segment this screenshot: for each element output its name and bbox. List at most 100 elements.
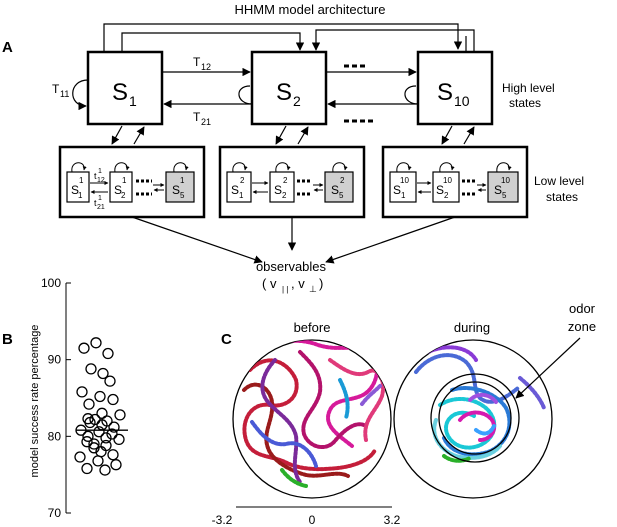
odor-zone-inner: [438, 381, 512, 455]
svg-text:1: 1: [239, 191, 244, 200]
svg-text:): ): [319, 276, 323, 291]
svg-text:Low level: Low level: [534, 174, 584, 188]
svg-text:( v: ( v: [262, 276, 277, 291]
high-transitions: [162, 67, 418, 109]
scatter-point: [99, 464, 111, 476]
svg-text:1: 1: [78, 191, 83, 200]
scatter-point: [85, 363, 97, 375]
svg-text:1: 1: [129, 93, 137, 109]
odor-zone-outer: [430, 373, 520, 463]
scatter-point: [83, 398, 95, 410]
svg-text:S: S: [331, 183, 339, 197]
svg-text:1: 1: [122, 176, 127, 185]
observable-links: [131, 216, 456, 264]
high-state-s1: S 1: [86, 50, 164, 126]
svg-text:5: 5: [339, 191, 344, 200]
x-tick-zero: 0: [309, 513, 316, 527]
x-scale: -3.2 0 3.2: [212, 506, 401, 527]
scatter-point: [82, 430, 94, 442]
scatter-points: [74, 337, 126, 476]
svg-text:S: S: [494, 183, 502, 197]
svg-text:S: S: [393, 183, 401, 197]
scatter-point: [88, 442, 100, 454]
svg-text:S: S: [436, 183, 444, 197]
svg-text:2: 2: [240, 176, 245, 185]
transition-label-t21: T 21: [193, 110, 211, 127]
svg-text:odor: odor: [569, 301, 596, 316]
y-tick-label: 90: [48, 353, 62, 367]
scatter-point: [107, 449, 119, 461]
scatter-point: [102, 347, 114, 360]
y-tick-label: 70: [48, 506, 62, 520]
svg-text:11: 11: [60, 89, 69, 99]
svg-text:⊥: ⊥: [309, 284, 317, 294]
svg-text:S: S: [276, 79, 292, 106]
scatter-point: [88, 438, 100, 450]
svg-text:S: S: [437, 79, 453, 106]
scatter-point: [93, 426, 105, 438]
scatter-point: [76, 386, 88, 398]
svg-text:10: 10: [454, 93, 470, 109]
low-level-group-10: S 1 10 S 2 10 S 5 10: [381, 145, 529, 219]
svg-text:2: 2: [282, 191, 287, 200]
svg-text:1: 1: [98, 195, 102, 202]
panel-label-a: A: [2, 39, 13, 56]
scatter-point: [113, 433, 125, 446]
svg-text:10: 10: [400, 176, 409, 185]
transition-label-t12: T 12: [193, 55, 211, 72]
low-level-states-label: Low level states: [534, 174, 584, 204]
svg-text:T: T: [52, 82, 60, 96]
high-low-links: [111, 125, 475, 145]
svg-text:12: 12: [97, 177, 105, 184]
transition-label-t11: T 11: [52, 82, 69, 99]
top-loop-connectors: [103, 23, 475, 52]
svg-text:High level: High level: [502, 81, 555, 95]
svg-text:S: S: [172, 183, 180, 197]
y-tick-label: 100: [41, 276, 61, 290]
scatter-point: [108, 421, 120, 433]
panel-label-c: C: [221, 331, 232, 348]
svg-text:2: 2: [444, 191, 449, 200]
svg-text:S: S: [112, 79, 128, 106]
scatter-point: [106, 428, 118, 440]
svg-text:states: states: [509, 96, 541, 110]
svg-text:2: 2: [340, 176, 345, 185]
svg-text:observables: observables: [256, 259, 327, 274]
svg-text:S: S: [114, 183, 122, 197]
svg-text:| |: | |: [282, 285, 288, 294]
svg-text:t: t: [94, 198, 97, 208]
svg-text:S: S: [71, 183, 79, 197]
y-axis-label: model success rate percentage: [29, 325, 41, 478]
x-tick-min: -3.2: [212, 513, 233, 527]
svg-text:S: S: [231, 183, 239, 197]
high-transition-dots: [344, 64, 376, 123]
diagram-title: HHMM model architecture: [235, 2, 386, 17]
svg-text:states: states: [546, 190, 578, 204]
high-state-s2: S 2: [250, 50, 328, 126]
scatter-point: [92, 455, 104, 467]
odor-zone-annotation: odor zone: [515, 301, 596, 399]
svg-text:21: 21: [97, 204, 105, 211]
scatter-point: [81, 436, 93, 448]
low-level-group-1: S 1 1 S 2 1 S 5 1 t 12 1 t 21 1: [58, 145, 206, 219]
scatter-point: [100, 439, 112, 452]
during-label: during: [454, 320, 490, 335]
high-level-states-label: High level states: [502, 81, 555, 110]
svg-text:T: T: [193, 110, 201, 124]
svg-text:21: 21: [201, 117, 211, 127]
svg-text:12: 12: [201, 62, 211, 72]
svg-text:S: S: [274, 183, 282, 197]
scatter-point: [96, 407, 108, 419]
svg-text:2: 2: [293, 93, 301, 109]
svg-text:1: 1: [401, 191, 406, 200]
self-loops-high: [72, 79, 419, 111]
scatter-point: [107, 393, 119, 406]
scatter-point: [114, 409, 126, 421]
scatter-point: [81, 462, 93, 475]
high-state-s10: S 10: [416, 50, 494, 126]
svg-text:2: 2: [283, 176, 288, 185]
arena-before: [232, 339, 392, 499]
